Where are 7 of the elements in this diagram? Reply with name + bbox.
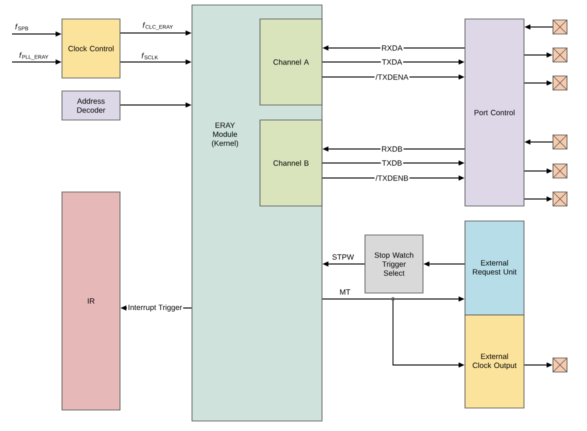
pin: [552, 358, 568, 372]
pin: [552, 20, 568, 34]
pin: [552, 76, 568, 90]
pin: [552, 192, 568, 206]
pin: [552, 164, 568, 178]
pin: [552, 48, 568, 62]
pin: [552, 134, 568, 150]
